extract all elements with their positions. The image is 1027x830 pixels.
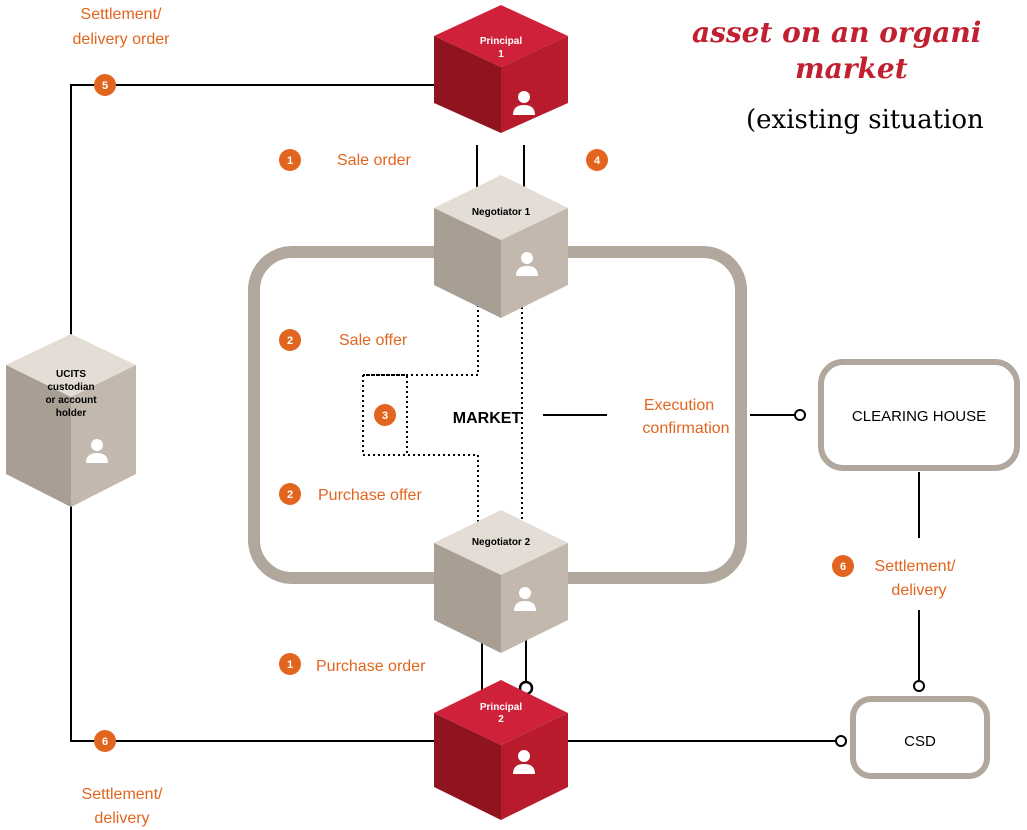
step-badge-3: 3 xyxy=(374,404,396,426)
negotiator-1-cube: Negotiator 1 xyxy=(434,175,568,318)
label-settlement-order-line1: Settlement/ xyxy=(81,6,162,23)
step-badge-1-top: 1 xyxy=(279,149,301,171)
csd-box xyxy=(850,696,990,779)
step-badge-6-right: 6 xyxy=(832,555,854,577)
label-settlement-right-line2: delivery xyxy=(891,582,946,599)
label-sale-offer: Sale offer xyxy=(339,332,408,349)
line-principal1-ucits xyxy=(70,84,435,350)
label-execution-line2: confirmation xyxy=(642,420,729,437)
principal-1-label-line2: 1 xyxy=(498,49,504,60)
line-ucits-principal2 xyxy=(70,505,435,742)
negotiator-2-cube: Negotiator 2 xyxy=(434,510,568,653)
market-box xyxy=(412,382,520,448)
csd-label: CSD xyxy=(904,733,936,750)
label-purchase-order: Purchase order xyxy=(316,658,426,675)
svg-text:5: 5 xyxy=(102,80,108,92)
diagram-title-line2: market xyxy=(795,52,908,85)
negotiator-2-label: Negotiator 2 xyxy=(472,537,531,548)
ucits-label-line2: custodian xyxy=(47,382,94,393)
ucits-label-line3: or account xyxy=(45,395,97,406)
connector-clearing xyxy=(794,409,806,421)
svg-text:4: 4 xyxy=(594,155,601,167)
person-icon xyxy=(514,587,536,611)
step-badge-5: 5 xyxy=(94,74,116,96)
person-icon xyxy=(516,252,538,276)
label-purchase-offer: Purchase offer xyxy=(318,487,422,504)
diagram-subtitle: (existing situation xyxy=(746,105,984,135)
ucits-label-line4: holder xyxy=(56,408,87,419)
label-settlement-bottom-line1: Settlement/ xyxy=(82,786,163,803)
svg-text:3: 3 xyxy=(382,410,388,422)
diagram-title-line1: asset on an organi xyxy=(692,16,981,49)
market-label: MARKET xyxy=(453,410,522,427)
negotiator-1-label: Negotiator 1 xyxy=(472,207,531,218)
step-badge-2-top: 2 xyxy=(279,329,301,351)
label-sale-order: Sale order xyxy=(337,152,411,169)
person-icon xyxy=(86,439,108,463)
svg-text:2: 2 xyxy=(287,335,293,347)
label-settlement-right-line1: Settlement/ xyxy=(875,558,956,575)
step-badge-2-bottom: 2 xyxy=(279,483,301,505)
label-execution-line1: Execution xyxy=(644,397,714,414)
person-icon xyxy=(513,750,535,774)
label-settlement-order-line2: delivery order xyxy=(73,31,171,48)
ucits-label-line1: UCITS xyxy=(56,369,86,380)
connector-csd xyxy=(835,735,847,747)
principal-2-cube: Principal 2 xyxy=(434,680,568,820)
step-badge-4: 4 xyxy=(586,149,608,171)
svg-text:6: 6 xyxy=(840,561,846,573)
clearing-house-label: CLEARING HOUSE xyxy=(852,408,986,425)
step-badge-1-bottom: 1 xyxy=(279,653,301,675)
clearing-house-box xyxy=(818,359,1020,471)
step-badge-6-left: 6 xyxy=(94,730,116,752)
svg-text:1: 1 xyxy=(287,155,293,167)
principal-1-cube: Principal 1 xyxy=(434,5,568,133)
person-icon xyxy=(513,91,535,115)
principal-1-label-line1: Principal xyxy=(480,36,522,47)
svg-text:6: 6 xyxy=(102,736,108,748)
principal-2-label-line1: Principal xyxy=(480,702,522,713)
principal-2-label-line2: 2 xyxy=(498,714,504,725)
svg-text:2: 2 xyxy=(287,489,293,501)
label-settlement-bottom-line2: delivery xyxy=(94,810,149,827)
ucits-custodian-cube: UCITS custodian or account holder xyxy=(6,334,136,507)
svg-text:1: 1 xyxy=(287,659,293,671)
connector-csd-top xyxy=(913,680,925,692)
